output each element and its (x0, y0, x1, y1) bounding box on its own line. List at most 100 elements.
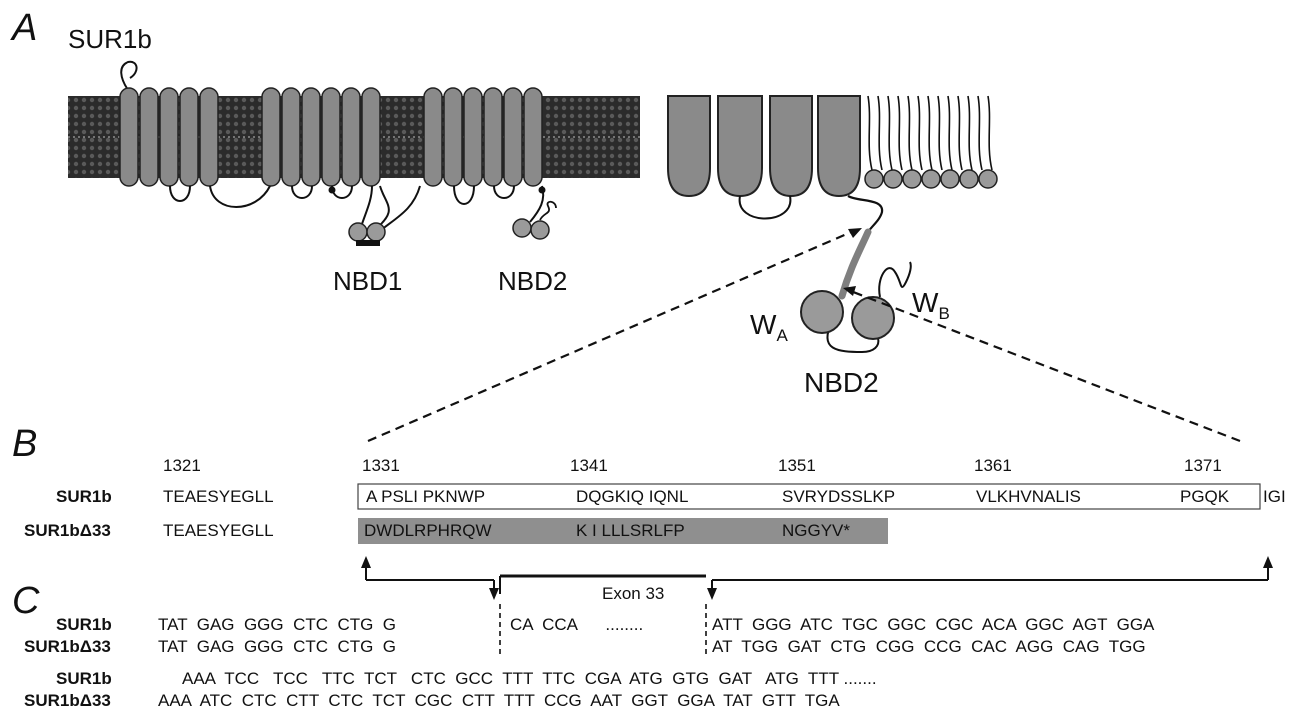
dna-row1-middle: CA CCA ........ (510, 615, 643, 634)
c-terminal-tail (539, 200, 557, 221)
row2-name: SUR1bΔ33 (24, 521, 111, 540)
tm-helix (443, 87, 463, 187)
phosphorylation-dot (328, 186, 336, 194)
tm-helix (423, 87, 443, 187)
dna-row2-name: SUR1bΔ33 (24, 637, 111, 656)
walker-a-subscript: A (776, 326, 788, 345)
dna-row3-text: AAA TCC TCC TTC TCT CTC GCC TTT TTC CGA … (182, 669, 877, 688)
nbd2-lobe-a (800, 290, 844, 334)
lipid-tail (937, 95, 943, 171)
lipid-head (864, 169, 884, 189)
tm-helix (341, 87, 361, 187)
row1-prefix: TEAESYEGLL (163, 487, 274, 506)
tm-helix (321, 87, 341, 187)
tm-helix (361, 87, 381, 187)
projection-arrowhead-right (843, 286, 856, 296)
tm-helix (261, 87, 281, 187)
zoom-helix (667, 95, 711, 198)
dna-row3-name: SUR1b (56, 669, 112, 688)
nbd1-base (356, 240, 380, 246)
projection-line-left (367, 228, 857, 443)
tmd0-helices (119, 87, 219, 187)
arrow-up-right (1263, 556, 1273, 568)
zoom-linker (847, 195, 884, 233)
nbd1-lobe (348, 222, 368, 242)
lipid-tail (867, 95, 873, 171)
row2-prefix: TEAESYEGLL (163, 521, 274, 540)
position-1341: 1341 (570, 456, 608, 475)
lipid-tail (897, 95, 903, 171)
row1-name: SUR1b (56, 487, 112, 506)
nbd2-lobe (530, 220, 550, 240)
row2-seg3: NGGYV* (782, 521, 850, 540)
tmd1-helices (261, 87, 381, 187)
tm-helix (281, 87, 301, 187)
row1-seg5: PGQK (1180, 487, 1230, 506)
lipid-tail (947, 95, 953, 171)
loop (453, 185, 475, 205)
nbd2-zoom-label: NBD2 (804, 367, 879, 398)
nbd1-linker (361, 185, 373, 225)
tm-helix (199, 87, 219, 187)
lipid-tail (977, 95, 983, 171)
dna-row4-name: SUR1bΔ33 (24, 691, 111, 710)
nbd2-lobe (512, 218, 532, 238)
zoom-helix (769, 95, 813, 198)
walker-b-subscript: B (938, 304, 949, 323)
loop (331, 185, 353, 199)
nbd2-connector (826, 321, 880, 354)
dna-row1-left: TAT GAG GGG CTC CTG G (158, 615, 396, 634)
lipid-tail (907, 95, 913, 171)
row2-seg1: DWDLRPHRQW (364, 521, 492, 540)
walker-b-label: WB (912, 287, 950, 323)
arrow-up-left (361, 556, 371, 568)
lipid-tail (877, 95, 883, 171)
arrow-down-right (707, 588, 717, 600)
row2-frameshift-highlight (358, 518, 888, 544)
tm-helix (523, 87, 543, 187)
row1-seg4: VLKHVNALIS (976, 487, 1081, 506)
loop (209, 185, 271, 208)
projection-arrowhead-left (848, 228, 862, 238)
dna-row2-left: TAT GAG GGG CTC CTG G (158, 637, 396, 656)
zoom-lipid-heads (864, 169, 998, 189)
dna-row1-right: ATT GGG ATC TGC GGC CGC ACA GGC AGT GGA (712, 615, 1155, 634)
arrow-down-left (489, 588, 499, 600)
tm-helix (301, 87, 321, 187)
position-1351: 1351 (778, 456, 816, 475)
lipid-head (940, 169, 960, 189)
row1-seg1: A PSLI PKNWP (366, 487, 485, 506)
lipid-tail (987, 95, 993, 171)
lipid-tail (887, 95, 893, 171)
position-1361: 1361 (974, 456, 1012, 475)
nbd1-domain (348, 222, 386, 246)
tm-helix (159, 87, 179, 187)
walker-a-label: WA (750, 309, 788, 345)
c-terminal-tail-zoom (878, 261, 912, 298)
panel-a-letter: A (10, 7, 37, 49)
lipid-head (883, 169, 903, 189)
nbd2-label: NBD2 (498, 266, 567, 296)
zoom-helix (817, 95, 861, 198)
walker-a-main: W (750, 309, 777, 340)
lipid-tail (917, 95, 923, 171)
position-1331: 1331 (362, 456, 400, 475)
projection-line-right (847, 288, 1241, 443)
zoom-tm-helices (667, 95, 861, 198)
lipid-head (902, 169, 922, 189)
tmd2-helices (423, 87, 543, 187)
position-1371: 1371 (1184, 456, 1222, 475)
lipid-head (978, 169, 998, 189)
tm-helix (119, 87, 139, 187)
phosphorylation-dot (538, 186, 546, 194)
extracellular-glycosylation-icon (120, 60, 138, 91)
row1-exon33-box (357, 483, 1261, 510)
panel-c-letter: C (12, 580, 40, 622)
row2-seg2: K I LLLSRLFP (576, 521, 685, 540)
exon-connector-lines (365, 560, 1269, 594)
dna-row1-name: SUR1b (56, 615, 112, 634)
dna-row2-right: AT TGG GAT CTG CGG CCG CAC AGG CAG TGG (712, 637, 1146, 656)
nbd2-lobe-b (851, 296, 895, 340)
panel-b-letter: B (12, 423, 37, 465)
